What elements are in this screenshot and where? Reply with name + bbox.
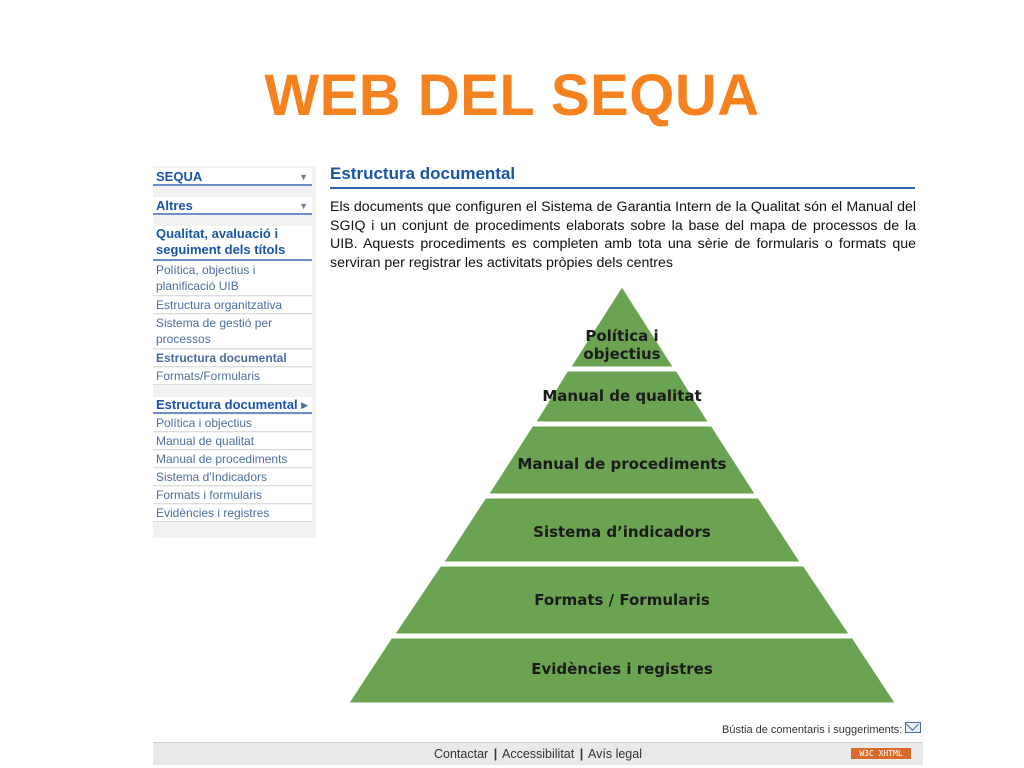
sidebar-item-estructura-organitzativa[interactable]: Estructura organitzativa: [153, 297, 312, 314]
sidebar-item-estructura-documental[interactable]: Estructura documental: [153, 350, 312, 367]
nav-group-estructura-label: Estructura documental: [156, 397, 298, 412]
chevron-right-icon: ▶: [301, 400, 308, 410]
footer-link-accessibilitat[interactable]: Accessibilitat: [501, 747, 575, 761]
pyramid-level-evidencies: [344, 635, 900, 706]
pyramid-label-politica-1: Política i: [585, 327, 658, 345]
menu-altres-label: Altres: [156, 198, 193, 213]
footer-separator: |: [579, 747, 584, 761]
sidebar-item-politica-objectius[interactable]: Política i objectius: [153, 415, 312, 432]
sidebar-item-sistema-indicadors[interactable]: Sistema d'Indicadors: [153, 469, 312, 486]
menu-altres[interactable]: Altres ▼: [153, 197, 312, 215]
footer-separator: |: [493, 747, 498, 761]
sidebar-item-formats-formularis[interactable]: Formats/Formularis: [153, 368, 312, 385]
sidebar-item-evidencies-registres[interactable]: Evidències i registres: [153, 505, 312, 522]
footer-bar: Contactar | Accessibilitat | Avís legal …: [153, 742, 923, 765]
slide-title: WEB DEL SEQUA: [264, 63, 760, 128]
mail-icon[interactable]: [905, 722, 921, 733]
menu-sequa-label: SEQUA: [156, 169, 203, 184]
nav-group-estructura-title[interactable]: Estructura documental ▶: [153, 397, 312, 414]
pyramid-level-politica: [566, 282, 678, 370]
footer-links: Contactar | Accessibilitat | Avís legal: [153, 747, 923, 761]
sidebar-item-manual-qualitat[interactable]: Manual de qualitat: [153, 433, 312, 450]
pyramid-label-evidencies: Evidències i registres: [531, 660, 713, 678]
pyramid-level-sistema-indicadors: [439, 495, 805, 565]
sidebar-item-politica-planificacio[interactable]: Política, objectius i planificació UIB: [153, 262, 312, 296]
chevron-down-icon: ▼: [299, 201, 308, 211]
sidebar-item-formats-i-formularis[interactable]: Formats i formularis: [153, 487, 312, 504]
feedback-label: Bústia de comentaris i suggeriments:: [722, 724, 903, 736]
sidebar-nav: SEQUA ▼ Altres ▼ Qualitat, avaluació i s…: [153, 166, 316, 538]
pyramid-level-manual-qualitat: [531, 368, 713, 425]
page-title: Estructura documental: [330, 164, 915, 189]
menu-sequa[interactable]: SEQUA ▼: [153, 168, 312, 186]
pyramid-label-manual-procediments: Manual de procediments: [518, 455, 727, 473]
chevron-down-icon: ▼: [299, 172, 308, 182]
document-pyramid: Política i objectius Manual de qualitat …: [344, 282, 900, 713]
intro-paragraph: Els documents que configuren el Sistema …: [330, 199, 916, 271]
sidebar-item-sistema-gestio[interactable]: Sistema de gestió per processos: [153, 315, 312, 349]
pyramid-label-sistema-indicadors: Sistema d’indicadors: [533, 523, 711, 541]
pyramid-level-manual-procediments: [484, 423, 760, 497]
w3c-badge[interactable]: W3C XHTML: [851, 748, 911, 759]
sidebar-item-manual-procediments[interactable]: Manual de procediments: [153, 451, 312, 468]
footer-link-avis-legal[interactable]: Avís legal: [588, 747, 642, 761]
pyramid-level-formats: [390, 563, 854, 637]
pyramid-label-politica-2: objectius: [583, 345, 660, 363]
pyramid-label-formats: Formats / Formularis: [534, 591, 710, 609]
pyramid-label-manual-qualitat: Manual de qualitat: [542, 387, 701, 405]
footer-link-contactar[interactable]: Contactar: [434, 747, 489, 761]
nav-group-qualitat-title[interactable]: Qualitat, avaluació i seguiment dels tít…: [153, 226, 312, 261]
